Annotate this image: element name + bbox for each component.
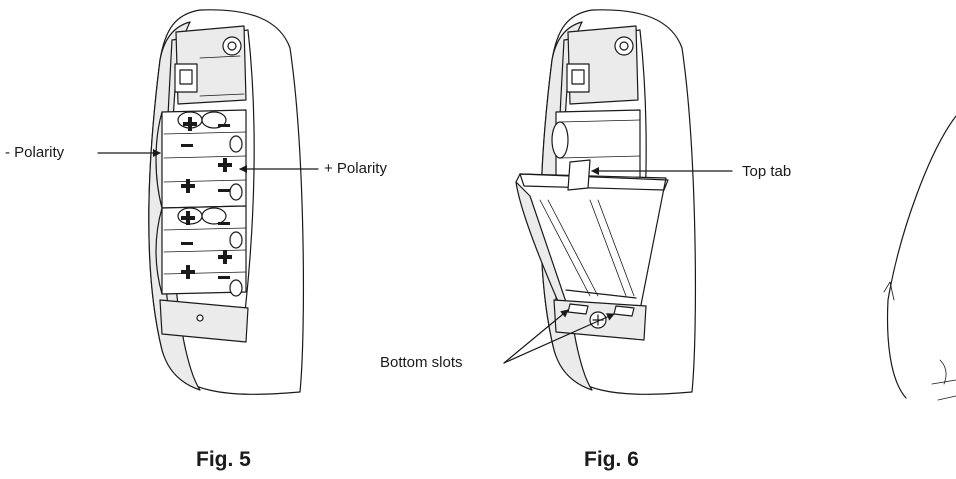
neg-polarity-label: - Polarity	[5, 144, 65, 161]
bottom-slots-leader-left	[503, 309, 569, 364]
fig5-caption: Fig. 5	[196, 448, 251, 471]
fig6-battery-cover	[515, 173, 669, 311]
fig6-device	[515, 9, 697, 395]
fig5-device	[148, 9, 305, 395]
fig6-top-mechanism	[566, 25, 639, 105]
fig5-upper-battery-pack	[155, 109, 247, 209]
pos-polarity-label: + Polarity	[324, 160, 387, 177]
fig5-top-mechanism	[174, 25, 247, 105]
top-tab-label: Top tab	[742, 163, 792, 180]
fig6-bottom-slot-left	[567, 303, 589, 315]
fig7-partial-device	[883, 115, 956, 401]
bottom-slots-leader-right	[503, 313, 615, 364]
bottom-slots-label: Bottom slots	[380, 354, 463, 371]
fig6-top-tab	[567, 159, 591, 191]
fig5-bottom-lid	[159, 299, 249, 343]
fig5-polarity-marks	[181, 117, 232, 279]
fig6-bottom-slot-right	[613, 305, 635, 317]
fig5-lower-battery-pack	[155, 205, 247, 297]
fig6-caption: Fig. 6	[584, 448, 639, 471]
